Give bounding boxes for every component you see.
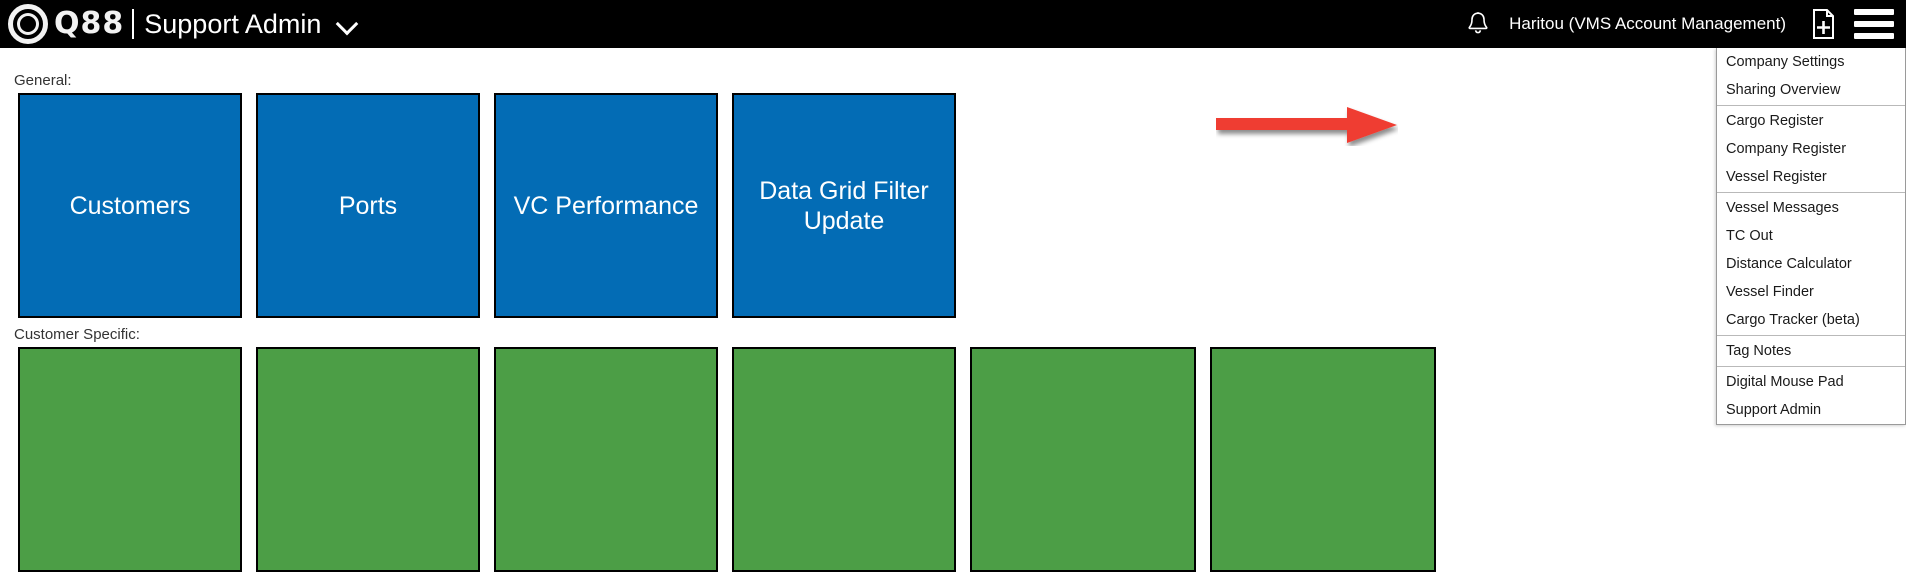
menu-group: Vessel Messages TC Out Distance Calculat…: [1717, 194, 1905, 334]
menu-item-sharing-overview[interactable]: Sharing Overview: [1726, 82, 1841, 98]
tile-label: Customers: [69, 191, 191, 220]
main-navigation-dropdown: Company Settings Sharing Overview Cargo …: [1716, 48, 1906, 425]
menu-item-distance-calculator[interactable]: Distance Calculator: [1726, 256, 1852, 272]
customer-tile[interactable]: [256, 347, 480, 572]
main-content: General: Customers Ports VC Performance …: [0, 48, 1906, 572]
menu-separator: [1717, 192, 1905, 193]
customer-tile[interactable]: [494, 347, 718, 572]
chevron-down-icon[interactable]: [337, 13, 359, 35]
hamburger-bar: [1854, 9, 1894, 15]
menu-item-support-admin[interactable]: Support Admin: [1726, 402, 1822, 418]
page-title: Support Admin: [144, 8, 322, 39]
menu-group: Cargo Register Company Register Vessel R…: [1717, 107, 1905, 191]
menu-item-vessel-finder[interactable]: Vessel Finder: [1726, 284, 1814, 300]
logo-wordmark: Q88: [54, 6, 125, 41]
menu-item-cargo-register[interactable]: Cargo Register: [1726, 113, 1824, 129]
menu-item-company-settings[interactable]: Company Settings: [1726, 54, 1845, 70]
general-tile-row: Customers Ports VC Performance Data Grid…: [18, 93, 956, 318]
brand-zone: Q88 Support Admin: [0, 0, 359, 48]
menu-group: Tag Notes: [1717, 337, 1905, 365]
tile-label: VC Performance: [513, 191, 699, 220]
customer-tile[interactable]: [732, 347, 956, 572]
customer-tile[interactable]: [1210, 347, 1436, 572]
hamburger-menu-icon[interactable]: [1854, 9, 1894, 39]
top-navigation-bar: Q88 Support Admin Haritou (VMS Account M…: [0, 0, 1906, 48]
q88-logo-icon: [8, 4, 48, 44]
menu-item-tag-notes[interactable]: Tag Notes: [1726, 343, 1792, 359]
tile-customers[interactable]: Customers: [18, 93, 242, 318]
new-document-plus-icon[interactable]: [1806, 7, 1840, 41]
menu-group: Digital Mouse Pad Support Admin: [1717, 368, 1905, 424]
customer-specific-tile-row: [18, 347, 1436, 572]
hamburger-bar: [1854, 21, 1894, 27]
hamburger-bar: [1854, 33, 1894, 39]
menu-item-vessel-register[interactable]: Vessel Register: [1726, 169, 1827, 185]
menu-item-company-register[interactable]: Company Register: [1726, 141, 1847, 157]
tile-label: Data Grid Filter Update: [759, 176, 929, 235]
notification-bell-icon[interactable]: [1463, 9, 1493, 39]
menu-item-cargo-tracker-beta[interactable]: Cargo Tracker (beta): [1726, 312, 1860, 328]
menu-separator: [1717, 366, 1905, 367]
topbar-right-actions: Haritou (VMS Account Management): [1463, 0, 1906, 48]
menu-group: Company Settings Sharing Overview: [1717, 48, 1905, 104]
brand-divider: [132, 9, 135, 39]
menu-separator: [1717, 105, 1905, 106]
tile-label: Ports: [338, 191, 398, 220]
customer-specific-section-label: Customer Specific:: [14, 326, 140, 343]
menu-separator: [1717, 335, 1905, 336]
tile-vc-performance[interactable]: VC Performance: [494, 93, 718, 318]
tile-data-grid-filter-update[interactable]: Data Grid Filter Update: [732, 93, 956, 318]
menu-item-digital-mouse-pad[interactable]: Digital Mouse Pad: [1726, 374, 1844, 390]
menu-item-vessel-messages[interactable]: Vessel Messages: [1726, 200, 1839, 216]
menu-item-tc-out[interactable]: TC Out: [1726, 228, 1773, 244]
user-account-label[interactable]: Haritou (VMS Account Management): [1509, 14, 1786, 33]
customer-tile[interactable]: [970, 347, 1196, 572]
customer-tile[interactable]: [18, 347, 242, 572]
tile-ports[interactable]: Ports: [256, 93, 480, 318]
general-section-label: General:: [14, 72, 72, 89]
